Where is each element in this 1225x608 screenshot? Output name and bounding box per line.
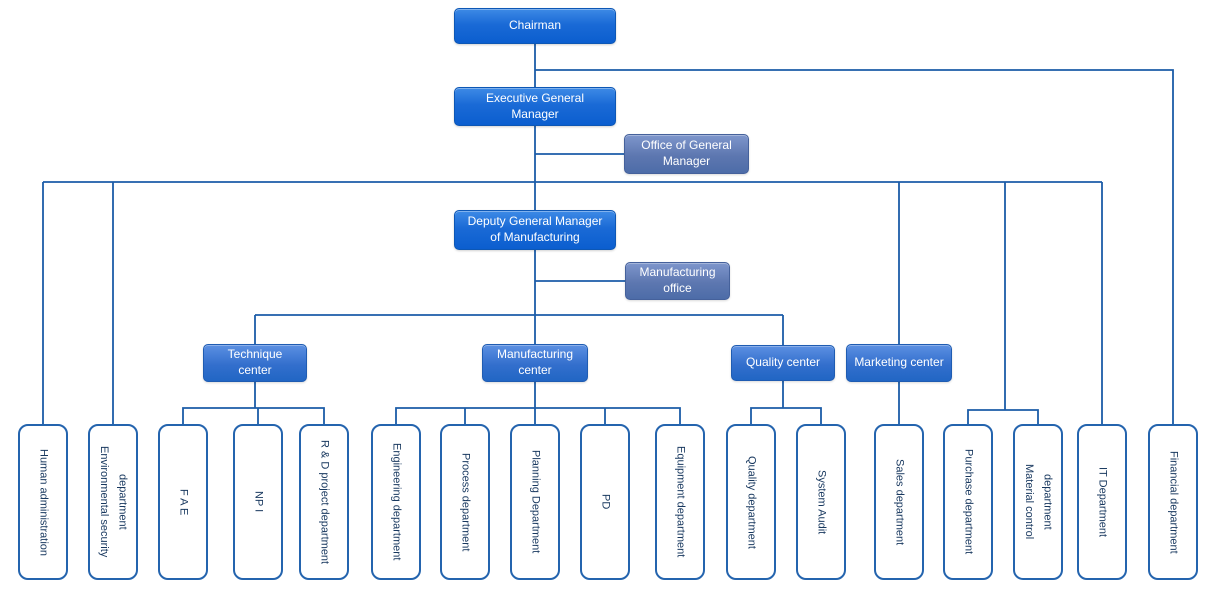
dept-label: Human administration (37, 448, 50, 556)
dept-sales: Sales department (874, 424, 924, 580)
dept-label: Environmental security department (98, 446, 129, 558)
node-executive-general-manager: Executive General Manager (454, 87, 616, 126)
dept-label: Planning Department (529, 450, 542, 554)
dept-label: IT Department (1096, 466, 1109, 538)
node-office-of-general-manager-label: Office of General Manager (641, 138, 732, 168)
node-technique-center: Technique center (203, 344, 307, 382)
dept-label: Process department (459, 452, 472, 552)
dept-label: Financial department (1167, 450, 1180, 554)
dept-planning: Planning Department (510, 424, 560, 580)
node-marketing-center-label: Marketing center (854, 355, 944, 370)
dept-label: Sales department (893, 458, 906, 546)
dept-quality: Quality department (726, 424, 776, 580)
dept-environmental-security: Environmental security department (88, 424, 138, 580)
node-office-of-general-manager: Office of General Manager (624, 134, 749, 174)
edge-quality-children (750, 381, 822, 424)
dept-rd-project: R & D project department (299, 424, 349, 580)
dept-system-audit: System Audit (796, 424, 846, 580)
node-deputy-general-manager: Deputy General Manager of Manufacturing (454, 210, 616, 250)
dept-purchase: Purchase department (943, 424, 993, 580)
dept-label: Engineering department (390, 443, 403, 561)
dept-label: Purchase department (962, 449, 975, 555)
node-deputy-general-manager-label: Deputy General Manager of Manufacturing (467, 214, 603, 244)
edge-chairman-financial (535, 69, 1174, 424)
dept-label: PD (599, 494, 612, 510)
dept-fae: F A E (158, 424, 208, 580)
dept-human-administration: Human administration (18, 424, 68, 580)
node-quality-center: Quality center (731, 345, 835, 381)
dept-material-control: Material control department (1013, 424, 1063, 580)
node-chairman-label: Chairman (508, 18, 562, 33)
edge-manufacturing-children (395, 382, 681, 424)
dept-financial: Financial department (1148, 424, 1198, 580)
edge-technique-children (182, 382, 325, 424)
dept-label: Equipment department (674, 446, 687, 558)
node-executive-general-manager-label: Executive General Manager (485, 90, 585, 121)
node-manufacturing-office-label: Manufacturing office (639, 265, 716, 295)
dept-pd: PD (580, 424, 630, 580)
node-manufacturing-center: Manufacturing center (482, 344, 588, 382)
dept-label: Material control department (1023, 464, 1054, 540)
node-manufacturing-center-label: Manufacturing center (496, 347, 574, 377)
node-manufacturing-office: Manufacturing office (625, 262, 730, 300)
dept-label: System Audit (815, 469, 828, 535)
dept-equipment: Equipment department (655, 424, 705, 580)
dept-label: R & D project department (318, 439, 331, 565)
dept-label: Quality department (745, 455, 758, 549)
dept-label: NP I (252, 491, 265, 513)
dept-it: IT Department (1077, 424, 1127, 580)
dept-label: F A E (177, 488, 190, 516)
node-marketing-center: Marketing center (846, 344, 952, 382)
edge-purchase-material-branch (967, 182, 1039, 424)
dept-process: Process department (440, 424, 490, 580)
dept-engineering: Engineering department (371, 424, 421, 580)
node-quality-center-label: Quality center (745, 355, 821, 370)
node-technique-center-label: Technique center (227, 347, 283, 377)
dept-npi: NP I (233, 424, 283, 580)
node-chairman: Chairman (454, 8, 616, 44)
